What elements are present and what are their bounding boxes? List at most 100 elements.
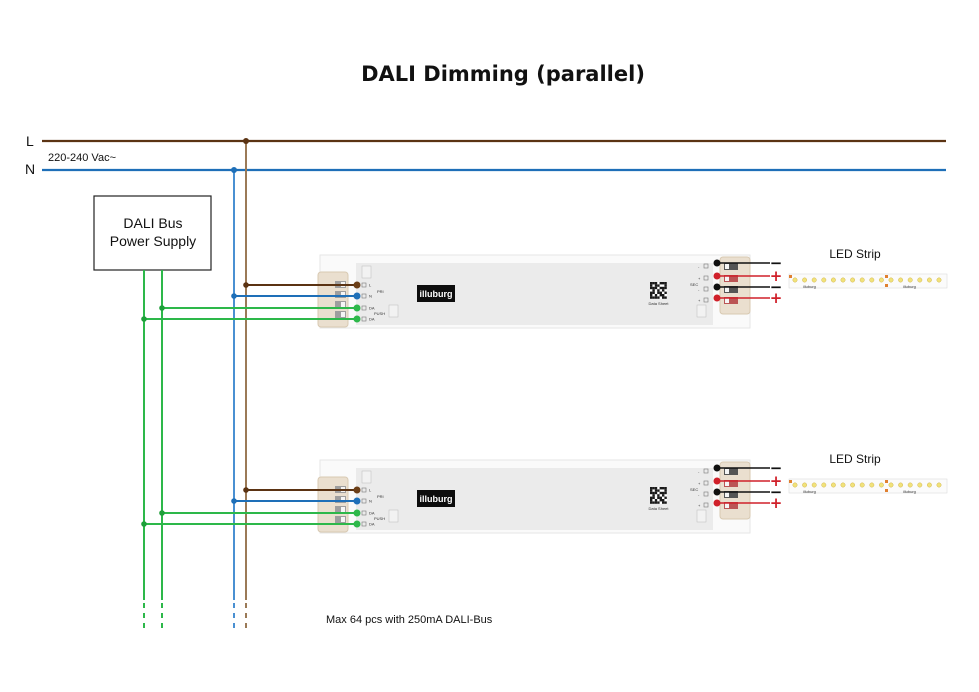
line-junction (243, 138, 249, 144)
led-chip (869, 277, 875, 283)
led-chip (831, 482, 836, 488)
output-terminal-label: + (698, 298, 701, 303)
dali-power-supply-box (93, 195, 212, 271)
led-strip-label: LED Strip (829, 452, 881, 466)
terminal-indicator (361, 282, 367, 288)
led-chip (859, 482, 865, 488)
led-chip (917, 277, 923, 283)
strip-brand-mark: illuburg (803, 489, 816, 494)
led-chip (831, 277, 836, 283)
input-terminal-button (341, 507, 345, 512)
sec-label: SEC (690, 487, 698, 492)
input-terminal-button (341, 292, 345, 297)
dali-a-tap-junction (159, 305, 165, 311)
led-chip (936, 277, 942, 283)
output-terminal-label: - (698, 264, 700, 269)
led-chip (792, 277, 798, 283)
input-terminal-slot (335, 506, 346, 513)
led-chip (821, 277, 827, 283)
output-terminal-slot (724, 286, 738, 293)
led-strip: illuburg illuburg (788, 273, 948, 289)
input-terminal-label: L (369, 283, 372, 288)
minus-symbol: − (770, 278, 783, 296)
terminal-indicator (703, 468, 709, 474)
terminal-indicator (361, 293, 367, 299)
led-chip (898, 482, 903, 488)
pri-label: PRI (377, 494, 384, 499)
minus-symbol: − (770, 254, 783, 272)
strip-brand-mark: illuburg (903, 284, 916, 289)
input-terminal-button (341, 312, 345, 317)
power-supply-line1: DALI Bus (123, 215, 182, 231)
input-terminal-slot (335, 291, 346, 298)
dali-b-terminal-dot (353, 315, 361, 323)
led-chip (802, 482, 807, 488)
line-terminal-dot (353, 281, 361, 289)
output-terminal-button (725, 503, 729, 508)
input-terminal-label: DA (369, 317, 375, 322)
output-terminal-slot (724, 263, 738, 270)
output-terminal-button (725, 469, 729, 474)
output-terminal-button (725, 276, 729, 281)
led-chip (917, 482, 923, 488)
power-supply-line2: Power Supply (110, 233, 196, 249)
terminal-indicator (703, 502, 709, 508)
plus-symbol: + (770, 472, 783, 490)
output-terminal-slot (724, 502, 738, 509)
output-terminal-label: + (698, 481, 701, 486)
terminal-indicator (703, 297, 709, 303)
output-terminal-button (725, 298, 729, 303)
input-terminal-label: DA (369, 511, 375, 516)
output-terminal-label: - (698, 287, 700, 292)
output-terminal-slot (724, 468, 738, 475)
neutral-terminal-dot (353, 497, 361, 505)
led-chip (927, 482, 932, 488)
output-terminal-slot (724, 491, 738, 498)
input-terminal-slot (335, 301, 346, 308)
pri-label: PRI (377, 289, 384, 294)
cut-mark (885, 275, 888, 278)
dali-a-terminal-dot (353, 509, 361, 517)
line-label: L (26, 133, 34, 149)
push-label: PUSH (374, 311, 385, 316)
cut-mark (885, 284, 888, 287)
terminal-indicator (361, 316, 367, 322)
led-chip (898, 277, 903, 283)
led-chip (927, 277, 932, 283)
led-strip-label: LED Strip (829, 247, 881, 261)
led-chip (869, 482, 875, 488)
led-chip (811, 277, 817, 283)
certification-icon (388, 304, 399, 318)
led-chip (888, 482, 894, 488)
minus-symbol: − (770, 483, 783, 501)
push-label: PUSH (374, 516, 385, 521)
led-chip (840, 482, 846, 488)
output-terminal-button (725, 287, 729, 292)
output-terminal-slot (724, 480, 738, 487)
led-chip (802, 277, 807, 283)
input-terminal-slot (335, 311, 346, 318)
dali-b-terminal-dot (353, 520, 361, 528)
cut-mark (789, 275, 792, 278)
input-terminal-label: DA (369, 522, 375, 527)
led-chip (907, 482, 913, 488)
led-chip (821, 482, 827, 488)
strip-brand-mark: illuburg (803, 284, 816, 289)
dali-b-tap-junction (141, 521, 147, 527)
led-chip (879, 277, 884, 283)
max-devices-note: Max 64 pcs with 250mA DALI-Bus (326, 614, 493, 626)
line-terminal-dot (353, 486, 361, 494)
input-terminal-button (341, 302, 345, 307)
diagram-title: DALI Dimming (parallel) (361, 62, 645, 86)
dali-b-tap-junction (141, 316, 147, 322)
brand-logo: illuburg (420, 289, 453, 299)
qr-code-icon (650, 487, 667, 504)
minus-symbol: − (770, 459, 783, 477)
plus-symbol: + (770, 494, 783, 512)
neutral-label: N (25, 161, 35, 177)
certification-icon (696, 509, 707, 523)
brand-logo-box (417, 490, 455, 507)
terminal-indicator (361, 510, 367, 516)
